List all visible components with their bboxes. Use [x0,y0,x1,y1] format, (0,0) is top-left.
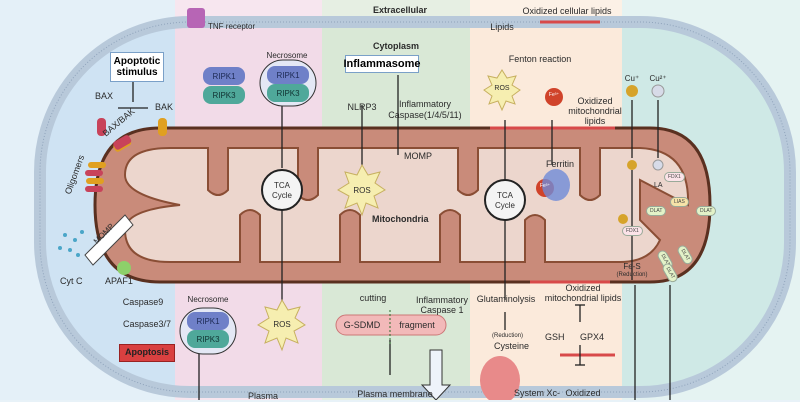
mitochondria-label: Mitochondria [372,214,429,224]
apoptotic-stimulus-box: Apoptotic stimulus [110,52,164,82]
ros-label-ferro: ROS [494,85,510,92]
tca-label-ferro: TCA [497,191,513,200]
necrosome-label-2: Necrosome [187,295,229,304]
la-label: LA [654,182,663,189]
dlat-tag-2: DLAT [696,206,717,216]
fe3-label: Fe³⁺ [548,92,560,98]
oxidized-mito-lipids-1: Oxidized [577,96,613,106]
cytoplasm-label: Cytoplasm [372,41,420,51]
necrosome-label: Necrosome [266,51,308,60]
caspase1-label: Caspase 1 [420,305,464,315]
ferritin-fe3-label: Fe³⁺ [539,183,551,189]
gsh-label: GSH [545,332,565,342]
cycle-label-ferro: Cycle [494,201,516,210]
tca-label: TCA [274,181,290,190]
necrosome2-ripk3: RIPK3 [187,330,229,348]
plasma-label: Plasma [247,391,279,401]
nlrp3-label: NLRP3 [347,102,377,112]
caspase37-label: Caspase3/7 [122,319,172,329]
oxidized-mito-lipids-3: lipids [584,116,606,126]
inflammatory-caspase1-label: Inflammatory [415,295,469,305]
oxidized-cellular-lipids-label: Oxidized cellular lipids [522,6,612,16]
necrosome-ripk1: RIPK1 [267,66,309,84]
fe-s-reduction-label: (Reduction) [616,272,648,278]
fe-s-label: Fe-S [623,262,641,271]
oxidized-bottom-label: Oxidized [565,388,601,398]
tnf-receptor-label: TNF receptor [208,22,256,31]
cycle-label: Cycle [271,191,293,200]
plasma-membrane-label: Plasma membrane [357,389,433,399]
cytc-label: Cyt C [60,276,83,286]
caspase9-label: Caspase9 [122,297,164,307]
ferritin-label: Ferritin [545,159,575,169]
oxidized-mito-lipids-2: mitochondrial [568,106,622,116]
bax-label: BAX [95,91,114,101]
glutaminolysis-label: Glutaminolysis [476,294,536,304]
cutting-label: cutting [359,293,387,303]
gsdmd-label: G-SDMD [343,320,381,330]
fenton-reaction-label: Fenton reaction [508,54,572,64]
ripk1-pill: RIPK1 [203,67,245,85]
ripk3-pill: RIPK3 [203,86,245,104]
ros-label-pyro: ROS [353,186,371,195]
dlat-tag-1: DLAT [646,206,667,216]
fdx1-tag-2: FDX1 [622,226,643,236]
oxidized-ml-1: Oxidized [565,283,601,293]
apoptosis-outcome: Apoptosis [119,344,175,362]
inflammatory-caspase-label: Inflammatory [398,99,452,109]
extracellular-label: Extracellular [372,5,428,15]
fragment-label: fragment [399,320,435,330]
cu2-label: Cu²⁺ [649,74,667,83]
caspase-1-4-5-11-label: Caspase(1/4/5/11) [388,110,462,120]
cu1-label: Cu⁺ [624,74,640,83]
bak-label: BAK [155,102,174,112]
momp-label-pyro: MOMP [404,151,432,161]
necrosome-ripk3: RIPK3 [267,84,309,102]
cysteine-label: Cysteine [494,341,530,351]
reduction-label: (Reduction) [492,333,524,339]
oxidized-ml-2: mitochondrial lipids [544,293,622,303]
apaf1-label: APAF1 [105,276,133,286]
lipids-label: Lipids [490,22,514,32]
necrosome2-ripk1: RIPK1 [187,312,229,330]
system-xc-label: System Xc- [514,388,561,398]
inflammasome-box: Inflammasome [343,55,421,73]
gpx4-label: GPX4 [580,332,605,342]
ros-label: ROS [273,320,291,329]
lias-tag: LIAS [670,197,689,207]
fdx1-tag: FDX1 [664,172,685,182]
